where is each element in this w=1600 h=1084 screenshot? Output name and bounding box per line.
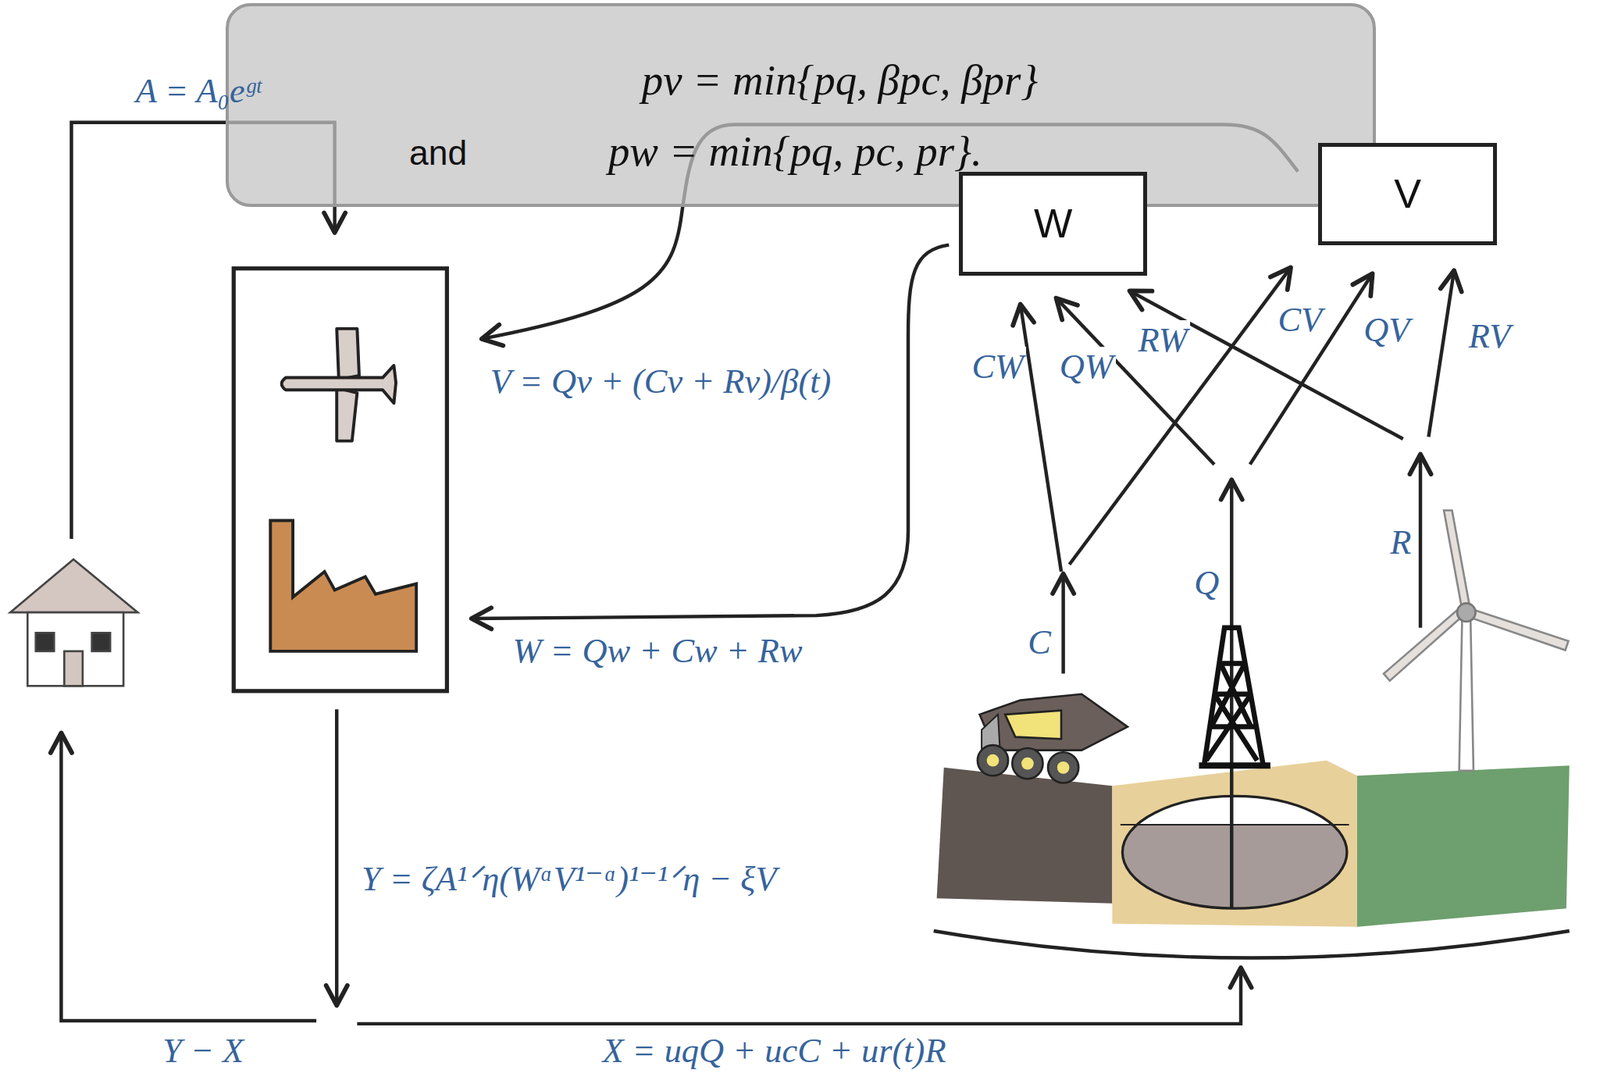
price-formula: pv = min{pq, βpc, βpr} bbox=[641, 55, 1038, 105]
drawing-part bbox=[1057, 761, 1070, 774]
box-letter: W bbox=[1033, 199, 1073, 247]
drawing-part bbox=[336, 328, 360, 380]
drawing-part bbox=[281, 365, 396, 403]
ground-blocks bbox=[937, 760, 1570, 927]
drawing-part bbox=[987, 754, 1000, 767]
drawing-part bbox=[270, 520, 417, 652]
price-rule-box: pv = min{pq, βpc, βpr} and pw = min{pq, pc… bbox=[225, 3, 1376, 207]
energy-aggregate-box: W bbox=[958, 171, 1147, 276]
airplane-icon bbox=[281, 328, 396, 442]
drawing-part bbox=[1383, 608, 1464, 681]
drawing-part bbox=[979, 694, 1127, 751]
drawing-part bbox=[471, 245, 950, 619]
drawing-part bbox=[1457, 602, 1476, 622]
drawing-part bbox=[1122, 795, 1347, 909]
drawing-part bbox=[1020, 303, 1062, 571]
coal-truck bbox=[977, 694, 1128, 784]
drawing-part bbox=[1061, 573, 1065, 674]
drawing-part bbox=[60, 732, 317, 1021]
drawing-part bbox=[1120, 823, 1350, 826]
drawing-part bbox=[1357, 765, 1570, 927]
output-formula: Y = ζA¹ᐟη(WᵅV¹⁻ᵅ)¹⁻¹ᐟη − ξV bbox=[359, 858, 780, 899]
flow-label: Q bbox=[1191, 563, 1222, 603]
drawing-part bbox=[977, 744, 1009, 776]
flow-label: RV bbox=[1466, 316, 1513, 357]
drawing-part bbox=[10, 559, 138, 613]
drawing-part bbox=[933, 930, 1570, 959]
oil-derrick bbox=[1198, 627, 1270, 766]
box-letter: V bbox=[1393, 170, 1422, 218]
flow-label: R bbox=[1387, 522, 1414, 563]
factory-icon bbox=[270, 520, 417, 652]
drawing-part bbox=[1206, 663, 1258, 761]
production-box bbox=[233, 268, 447, 692]
drawing-part bbox=[35, 632, 55, 652]
drawing-part bbox=[64, 651, 83, 686]
growth-formula: A = A₀eᵍᵗ bbox=[135, 71, 261, 111]
flow-label: QW bbox=[1057, 346, 1116, 387]
drawing-part bbox=[1004, 710, 1062, 740]
drawing-part bbox=[1204, 627, 1264, 766]
flow-label: CV bbox=[1275, 299, 1325, 340]
wind-turbine bbox=[1383, 509, 1569, 770]
drawing-part bbox=[1459, 612, 1474, 771]
flow-label: QV bbox=[1361, 310, 1412, 350]
drawing-part bbox=[233, 268, 447, 692]
drawing-part bbox=[1418, 454, 1422, 628]
drawing-part bbox=[937, 767, 1113, 904]
cost-formula: X = uqQ + ucC + ur(t)R bbox=[599, 1030, 948, 1071]
drawing-part bbox=[1021, 757, 1034, 770]
drawing-part bbox=[27, 612, 124, 686]
drawing-part bbox=[1012, 748, 1043, 779]
drawing-part bbox=[356, 967, 1241, 1024]
connective-word: and bbox=[409, 132, 467, 173]
drawing-part bbox=[334, 709, 339, 1005]
drawing-part bbox=[92, 632, 111, 652]
drawing-part bbox=[1428, 270, 1454, 437]
flow-arrows bbox=[60, 122, 1569, 1024]
drawing-part bbox=[336, 388, 357, 442]
consumption-label: Y − X bbox=[160, 1030, 246, 1071]
drawing-part bbox=[1443, 509, 1471, 610]
drawing-part bbox=[1111, 760, 1358, 927]
aggregate-formula: V = Qv + (Cv + Rv)/β(t) bbox=[488, 361, 834, 402]
aggregate-formula: W = Qw + Cw + Rw bbox=[509, 630, 805, 671]
drawing-part bbox=[1069, 267, 1291, 564]
drawing-part bbox=[1047, 751, 1079, 783]
drawing-part bbox=[1117, 824, 1353, 917]
house-icon bbox=[10, 559, 138, 686]
price-formula: pw = min{pq, pc, pr}. bbox=[608, 126, 983, 176]
flow-label: RW bbox=[1135, 320, 1190, 360]
flow-label: CW bbox=[969, 346, 1027, 387]
drawing-part bbox=[1198, 762, 1270, 769]
energy-aggregate-box: V bbox=[1318, 142, 1497, 246]
flow-label: C bbox=[1025, 622, 1054, 663]
drawing-part bbox=[1467, 608, 1568, 651]
drawing-part bbox=[1250, 273, 1373, 464]
